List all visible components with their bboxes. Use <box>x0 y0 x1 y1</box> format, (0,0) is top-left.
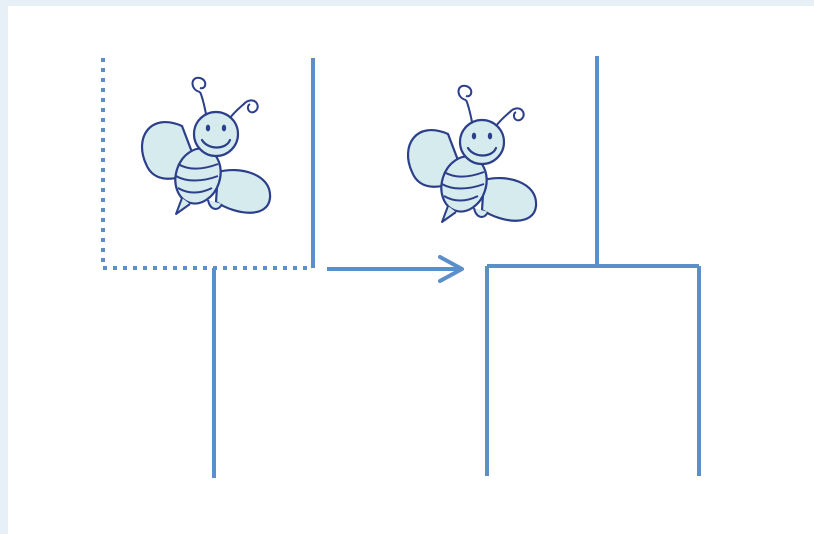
bee-icon <box>408 86 536 222</box>
right-arrow-icon <box>327 257 462 281</box>
bee-icon <box>142 78 270 214</box>
